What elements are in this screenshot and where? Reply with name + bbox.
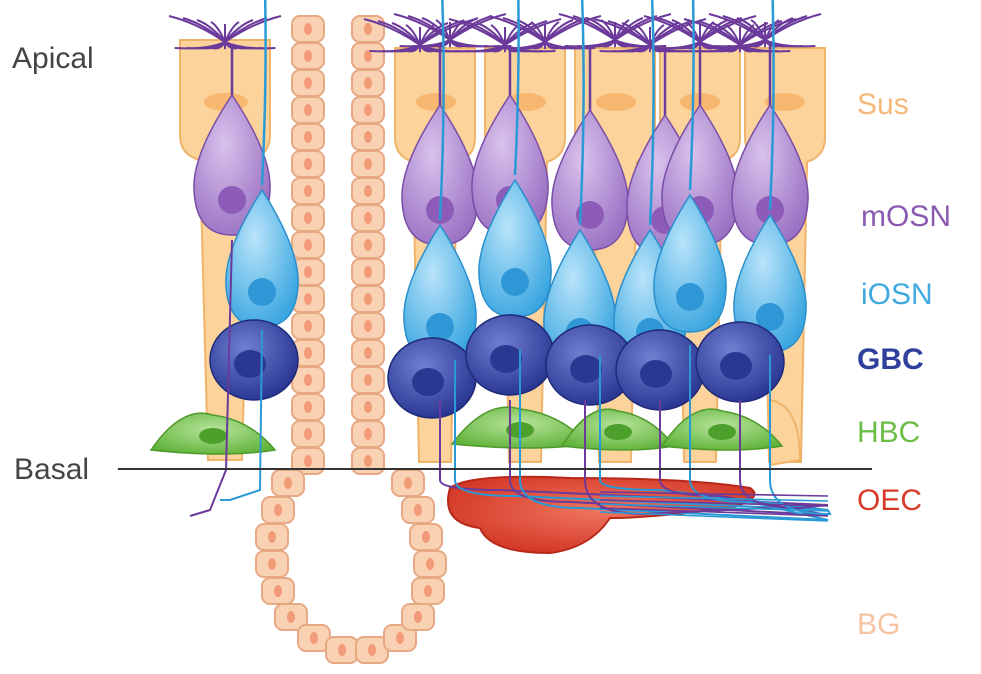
- gbc-cell: [466, 315, 554, 395]
- hbc-cell: [562, 409, 674, 450]
- sus-label: Sus: [857, 90, 909, 120]
- oec-label: OEC: [857, 486, 922, 516]
- gbc-cell: [388, 338, 476, 418]
- apical-label: Apical: [12, 44, 94, 74]
- hbc-cell: [662, 409, 782, 450]
- mosn-label: mOSN: [861, 202, 951, 232]
- gbc-cell: [210, 320, 298, 400]
- hbc-cell: [151, 413, 275, 454]
- gbc-label: GBC: [857, 345, 924, 375]
- basal-label: Basal: [14, 455, 89, 485]
- hbc-label: HBC: [857, 418, 920, 448]
- iosn-label: iOSN: [861, 280, 933, 310]
- bg-label: BG: [857, 610, 900, 640]
